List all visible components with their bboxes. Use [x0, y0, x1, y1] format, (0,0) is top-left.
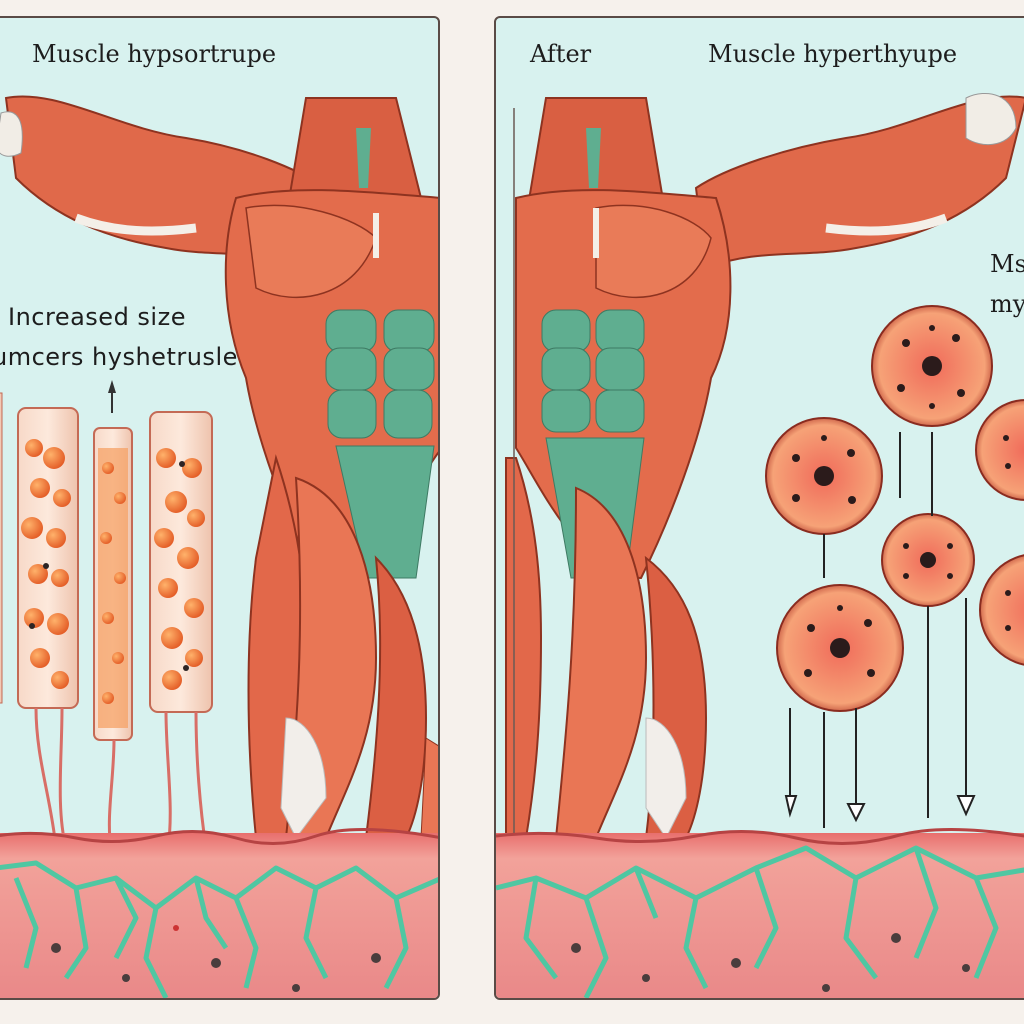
side-label-2: my [990, 290, 1024, 318]
cell-section-5 [975, 399, 1024, 501]
fiber-tube-2 [93, 427, 133, 741]
right-panel-after: After Muscle hyperthyupe Ms my [494, 16, 1024, 1000]
right-title: Muscle hyperthyupe [708, 40, 958, 68]
cell-section-1 [871, 305, 993, 427]
muscle-cross-sections [765, 305, 1024, 712]
downward-arrows [513, 108, 976, 838]
cell-section-6 [979, 554, 1024, 666]
cell-section-2 [765, 417, 883, 535]
cell-label: umcers hyshetrusle [0, 343, 238, 371]
left-title: Muscle hypsortrupe [32, 40, 277, 68]
left-panel-before: Muscle hypsortrupe Increased size umcers… [0, 16, 440, 1000]
after-label: After [530, 40, 592, 68]
fiber-tube-1 [17, 407, 79, 709]
muscular-torso-figure-after [505, 92, 1024, 839]
abdominal-muscles [325, 309, 435, 579]
muscular-torso-figure [0, 95, 438, 839]
cell-section-4 [776, 584, 904, 712]
left-illustration [0, 95, 438, 998]
tissue-layer-after [496, 828, 1024, 998]
muscle-fiber-tubes [0, 380, 213, 849]
tissue-layer [0, 828, 438, 998]
cell-section-3 [881, 513, 975, 607]
side-label-1: Ms [990, 250, 1024, 278]
increased-size-label: Increased size [8, 303, 186, 331]
right-illustration [496, 92, 1024, 998]
fiber-tube-3 [149, 411, 213, 713]
